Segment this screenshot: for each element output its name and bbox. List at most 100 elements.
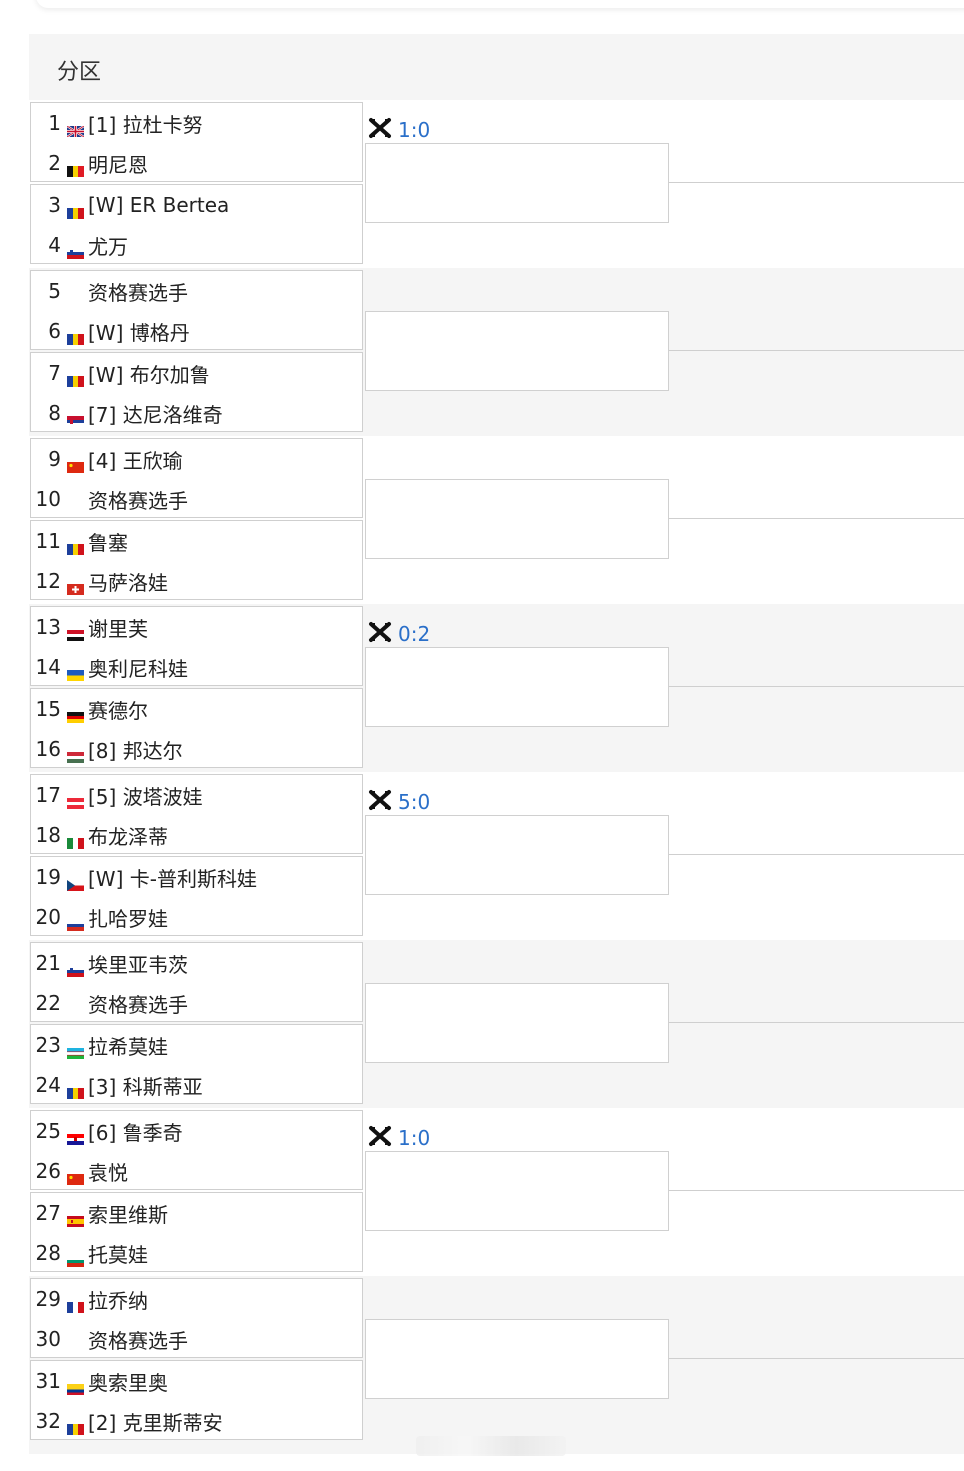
player-name[interactable]: 布龙泽蒂 — [88, 824, 168, 849]
player-row[interactable]: 9[4] 王欣瑜 — [31, 439, 362, 479]
player-name[interactable]: 袁悦 — [88, 1160, 128, 1185]
player-name[interactable]: [5] 波塔波娃 — [88, 784, 203, 809]
player-name[interactable]: 明尼恩 — [88, 152, 148, 177]
player-name[interactable]: 赛德尔 — [88, 698, 148, 723]
second-round-slot[interactable] — [365, 1151, 669, 1231]
player-name[interactable]: 托莫娃 — [88, 1242, 148, 1267]
player-name[interactable]: 奥利尼科娃 — [88, 656, 188, 681]
player-name[interactable]: 资格赛选手 — [88, 280, 188, 305]
player-name[interactable]: 鲁塞 — [88, 530, 128, 555]
player-name[interactable]: 资格赛选手 — [88, 1328, 188, 1353]
second-round-slot[interactable] — [365, 815, 669, 895]
player-row[interactable]: 24 [3] 科斯蒂亚 — [31, 1065, 362, 1105]
second-round-slot[interactable] — [365, 983, 669, 1063]
player-row[interactable]: 1[1] 拉杜卡努 — [31, 103, 362, 143]
player-name[interactable]: 拉希莫娃 — [88, 1034, 168, 1059]
head-to-head-link[interactable]: 5:0 — [368, 789, 430, 815]
h2h-score[interactable]: 0:2 — [398, 622, 431, 646]
player-row[interactable]: 32[2] 克里斯蒂安 — [31, 1401, 362, 1441]
player-name[interactable]: [6] 鲁季奇 — [88, 1120, 183, 1145]
player-name[interactable]: 拉乔纳 — [88, 1288, 148, 1313]
player-name[interactable]: [7] 达尼洛维奇 — [88, 402, 223, 427]
player-name[interactable]: 埃里亚韦茨 — [88, 952, 188, 977]
h2h-score[interactable]: 1:0 — [398, 118, 431, 142]
player-name[interactable]: [W] 布尔加鲁 — [88, 362, 210, 387]
player-name[interactable]: 扎哈罗娃 — [88, 906, 168, 931]
player-name[interactable]: 索里维斯 — [88, 1202, 168, 1227]
player-name[interactable]: 奥索里奥 — [88, 1370, 168, 1395]
player-name[interactable]: [3] 科斯蒂亚 — [88, 1074, 203, 1099]
player-name[interactable]: [8] 邦达尔 — [88, 738, 183, 763]
player-name[interactable]: [1] 拉杜卡努 — [88, 112, 203, 137]
player-row[interactable]: 19[W] 卡-普利斯科娃 — [31, 857, 362, 897]
head-to-head-link[interactable]: 1:0 — [368, 1125, 430, 1151]
player-row[interactable]: 7[W] 布尔加鲁 — [31, 353, 362, 393]
player-name[interactable]: 资格赛选手 — [88, 992, 188, 1017]
ua-flag-icon — [67, 662, 84, 681]
player-row[interactable]: 8[7] 达尼洛维奇 — [31, 393, 362, 433]
h2h-score[interactable]: 1:0 — [398, 1126, 431, 1150]
second-round-slot[interactable] — [365, 311, 669, 391]
second-round-slot[interactable] — [365, 647, 669, 727]
player-row[interactable]: 3[W] ER Bertea — [31, 185, 362, 225]
second-round-slot[interactable] — [365, 479, 669, 559]
player-name[interactable]: [W] ER Bertea — [88, 193, 230, 217]
h2h-score[interactable]: 5:0 — [398, 790, 431, 814]
player-name[interactable]: [W] 博格丹 — [88, 320, 190, 345]
player-name[interactable]: 资格赛选手 — [88, 488, 188, 513]
player-name[interactable]: [4] 王欣瑜 — [88, 448, 183, 473]
player-row[interactable]: 17[5] 波塔波娃 — [31, 775, 362, 815]
third-round-line — [669, 518, 964, 519]
head-to-head-link[interactable]: 1:0 — [368, 117, 430, 143]
head-to-head-link[interactable]: 0:2 — [368, 621, 430, 647]
player-name[interactable]: 马萨洛娃 — [88, 570, 168, 595]
player-name[interactable]: 谢里芙 — [88, 616, 148, 641]
second-round-slot[interactable] — [365, 1319, 669, 1399]
draw-position: 24 — [35, 1073, 61, 1097]
player-name[interactable]: 尤万 — [88, 234, 128, 259]
h2h-crossed-rackets-icon — [368, 117, 398, 144]
player-row[interactable]: 25[6] 鲁季奇 — [31, 1111, 362, 1151]
player-row[interactable]: 16[8] 邦达尔 — [31, 729, 362, 769]
player-name[interactable]: [W] 卡-普利斯科娃 — [88, 866, 257, 891]
second-round-slot[interactable] — [365, 143, 669, 223]
player-row[interactable]: 6[W] 博格丹 — [31, 311, 362, 351]
player-name[interactable]: [2] 克里斯蒂安 — [88, 1410, 223, 1435]
